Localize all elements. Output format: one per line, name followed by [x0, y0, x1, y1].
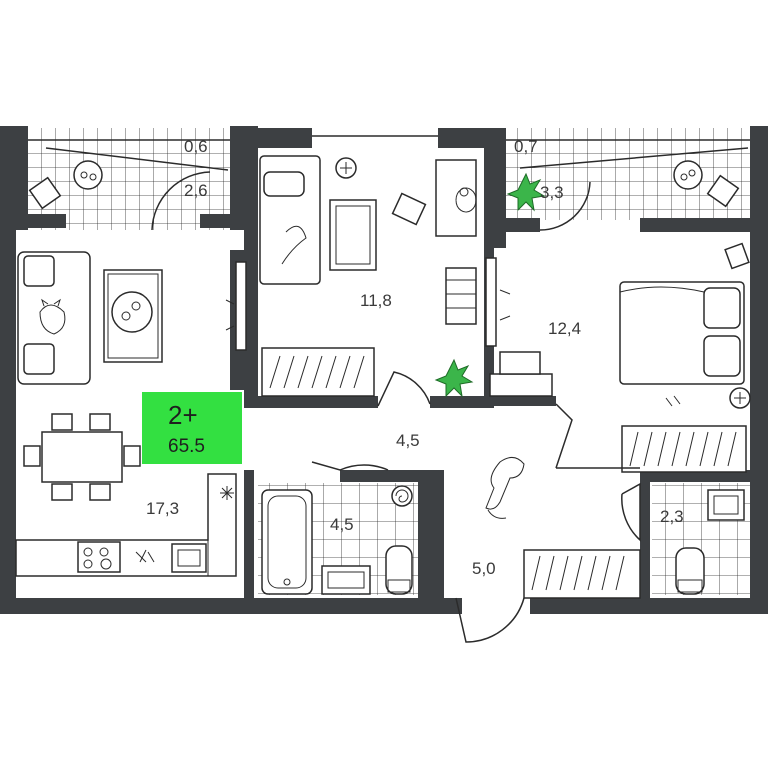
area-label-balcony-right-small: 0,7 — [514, 137, 538, 156]
balcony-table-left — [28, 160, 103, 210]
area-label-corridor: 5,0 — [472, 559, 496, 578]
apartment-badge: 2+ 65.5 — [142, 392, 242, 464]
area-label-bathroom: 4,5 — [330, 515, 354, 534]
plant-icon — [434, 358, 474, 398]
balcony-table-right — [673, 160, 740, 208]
area-label-bedroom-small: 11,8 — [360, 291, 392, 310]
balcony-glazing — [28, 135, 750, 231]
living-kitchen-furniture — [15, 251, 237, 577]
bathroom-fixtures — [261, 485, 413, 595]
area-label-balcony-left: 2,6 — [184, 181, 208, 200]
room-area-labels: 0,6 2,6 0,7 3,3 11,8 12,4 17,3 4,5 4,5 5… — [146, 137, 684, 578]
area-label-toilet: 2,3 — [660, 507, 684, 526]
area-label-balcony-left-small: 0,6 — [184, 137, 208, 156]
area-label-balcony-right: 3,3 — [540, 183, 564, 202]
area-label-hall: 4,5 — [396, 431, 420, 450]
hall-furniture — [311, 403, 641, 643]
door-bedroom-small — [377, 371, 431, 407]
badge-background — [142, 392, 242, 464]
bedroom-large-furniture — [485, 242, 751, 473]
area-label-living-kitchen: 17,3 — [146, 499, 179, 518]
area-label-bedroom-large: 12,4 — [548, 319, 581, 338]
walls — [0, 126, 768, 614]
bedroom-small-furniture — [225, 155, 477, 397]
badge-total-area: 65.5 — [168, 436, 205, 457]
plant-icon — [506, 172, 546, 212]
toilet-fixtures — [621, 482, 745, 595]
badge-rooms: 2+ — [168, 400, 198, 430]
